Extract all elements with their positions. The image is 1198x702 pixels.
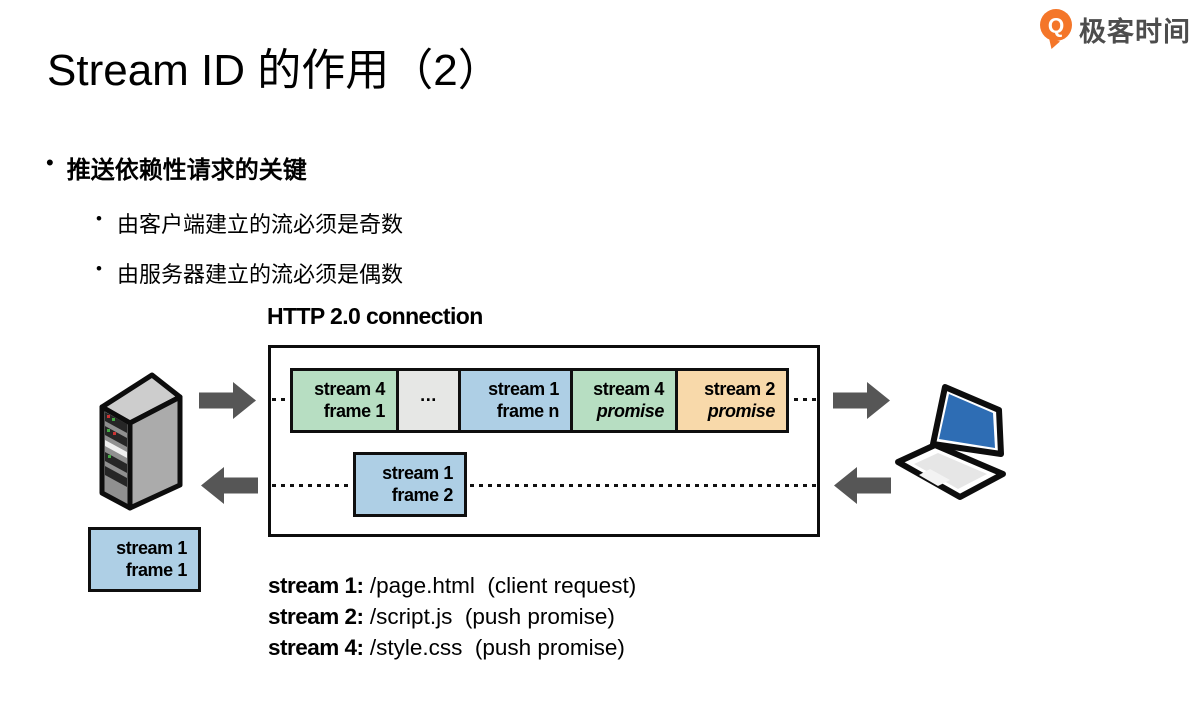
bullet-main: • 推送依赖性请求的关键 xyxy=(46,150,307,185)
dotted-line-bottom xyxy=(272,484,817,487)
frame-line: frame 1 xyxy=(125,559,188,580)
legend-line-2: stream 2: /script.js (push promise) xyxy=(268,601,636,632)
bullet-sub-1-text: 由客户端建立的流必须是奇数 xyxy=(116,212,403,237)
page-title: Stream ID 的作用（2） xyxy=(47,46,502,95)
frame-line: frame n xyxy=(496,400,560,421)
connection-label: HTTP 2.0 connection xyxy=(267,303,483,329)
bullet-sub-1: • 由客户端建立的流必须是奇数 xyxy=(96,207,403,239)
frame-line: promise xyxy=(707,400,776,421)
frame-line: stream 2 xyxy=(704,378,775,399)
frame-stream1-frame1: stream 1 frame 1 xyxy=(88,527,201,592)
frame-stream4-frame1: stream 4 frame 1 xyxy=(290,368,399,433)
bullet-dot: • xyxy=(96,209,102,228)
frame-stream2-promise: stream 2 promise xyxy=(675,368,789,433)
frame-stream1-framen: stream 1 frame n xyxy=(458,368,573,433)
svg-text:Q: Q xyxy=(1048,15,1064,38)
geektime-logo-icon: Q xyxy=(1038,8,1074,50)
stream-legend: stream 1: /page.html (client request) st… xyxy=(268,570,636,663)
legend-line-1: stream 1: /page.html (client request) xyxy=(268,570,636,601)
brand-logo: Q 极客时间 xyxy=(1038,8,1191,50)
bullet-dot: • xyxy=(46,150,54,175)
frame-line: stream 1 xyxy=(116,537,187,558)
frame-line: stream 1 xyxy=(488,378,559,399)
bullet-sub-2-text: 由服务器建立的流必须是偶数 xyxy=(116,262,403,287)
frame-line: stream 1 xyxy=(382,462,453,483)
laptop-icon xyxy=(888,377,1008,510)
legend-desc: /page.html (client request) xyxy=(363,573,637,598)
bullet-sub-2: • 由服务器建立的流必须是偶数 xyxy=(96,257,403,289)
frame-line: stream 4 xyxy=(314,378,385,399)
legend-desc: /script.js (push promise) xyxy=(363,604,615,629)
frame-stream4-promise: stream 4 promise xyxy=(570,368,678,433)
frame-line: ··· xyxy=(420,389,437,410)
brand-name: 极客时间 xyxy=(1079,16,1191,47)
frame-stream1-frame2: stream 1 frame 2 xyxy=(353,452,467,517)
legend-label: stream 1: xyxy=(268,573,364,598)
arrow-right-icon xyxy=(833,382,890,424)
frame-line: promise xyxy=(596,400,665,421)
arrow-right-icon xyxy=(199,382,256,424)
legend-label: stream 2: xyxy=(268,604,364,629)
frame-ellipsis: ··· xyxy=(396,368,461,433)
arrow-left-icon xyxy=(834,467,891,509)
server-icon xyxy=(92,366,192,517)
legend-line-3: stream 4: /style.css (push promise) xyxy=(268,632,636,663)
frame-line: frame 1 xyxy=(323,400,386,421)
legend-desc: /style.css (push promise) xyxy=(363,635,625,660)
legend-label: stream 4: xyxy=(268,635,364,660)
bullet-main-text: 推送依赖性请求的关键 xyxy=(66,157,307,184)
arrow-left-icon xyxy=(201,467,258,509)
frame-line: stream 4 xyxy=(593,378,664,399)
bullet-dot: • xyxy=(96,259,102,278)
frame-line: frame 2 xyxy=(391,484,454,505)
